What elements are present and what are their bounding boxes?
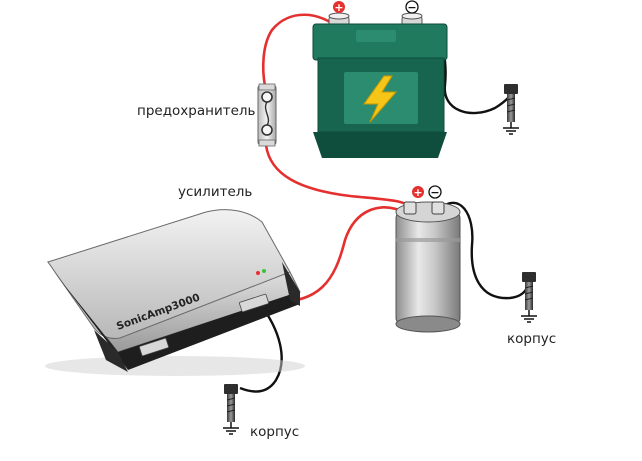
positive-wire-battery-to-fuse [261,13,339,87]
positive-wire-fuse-to-capacitor [264,144,414,211]
ground-bolt-battery [503,84,519,135]
battery-minus-marker: − [405,0,419,14]
fuse [257,83,277,147]
lightning-bolt-icon [363,75,398,123]
battery [312,12,448,158]
ground-bolt-capacitor [521,272,537,323]
positive-wire-capacitor-to-amplifier [267,206,407,304]
svg-text:−: − [430,186,439,199]
ground-label-right: корпус [507,331,557,347]
fuse-label: предохранитель [137,103,256,119]
ground-bolt-amplifier [223,384,239,435]
capacitor [395,201,461,333]
amplifier: SonicAmp3000 [45,209,305,376]
negative-wire-capacitor-to-ground [437,201,530,300]
capacitor-plus-marker: + [412,186,424,199]
amplifier-label: усилитель [178,184,253,200]
battery-plus-marker: + [333,1,345,14]
svg-text:−: − [407,1,416,14]
ground-label-bottom: корпус [250,424,300,440]
negative-wire-amplifier-to-ground [239,303,283,393]
capacitor-minus-marker: − [428,185,442,199]
svg-text:+: + [334,1,343,14]
svg-text:+: + [413,186,422,199]
